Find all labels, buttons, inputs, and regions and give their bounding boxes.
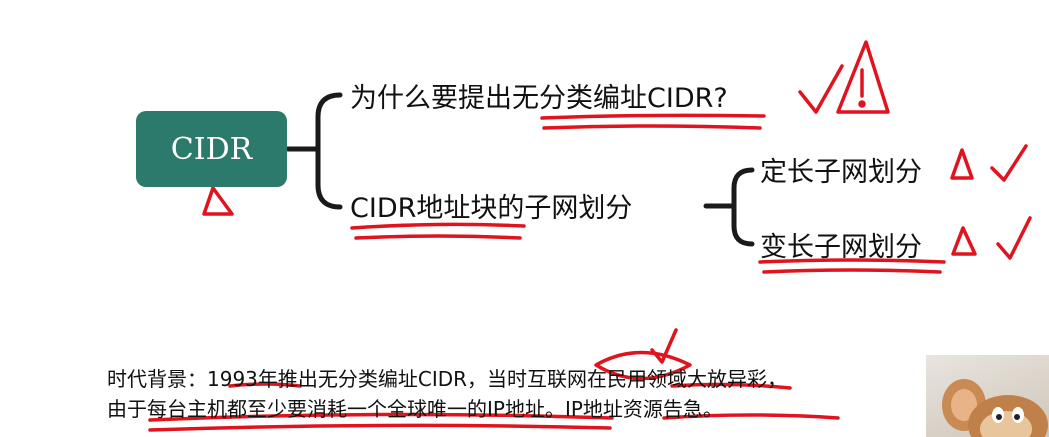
branch-cidr-subnetting[interactable]: CIDR地址块的子网划分	[350, 193, 633, 224]
delta-mark-s2	[951, 226, 977, 256]
root-node-label: CIDR	[170, 131, 253, 167]
warning-triangle-icon	[836, 40, 890, 114]
background-text-line2: 由于每台主机都至少要消耗一个全球唯一的IP地址。IP地址资源告急。	[107, 397, 723, 421]
underline-b1	[540, 113, 766, 120]
underline-host	[148, 412, 614, 422]
red-annotations	[148, 40, 1032, 432]
underline-b2-2	[354, 234, 522, 240]
underline-civil	[670, 382, 792, 390]
bracket-main	[315, 92, 343, 210]
underline-1993	[228, 382, 302, 388]
subbranch-fixed-length[interactable]: 定长子网划分	[760, 157, 922, 188]
delta-mark-s1	[950, 148, 974, 180]
branch-why-cidr[interactable]: 为什么要提出无分类编址CIDR?	[350, 83, 728, 114]
subbranch-variable-length[interactable]: 变长子网划分	[760, 232, 922, 263]
check-mark-s2	[996, 216, 1032, 260]
warning-dot	[858, 100, 866, 108]
cartoon-mouse-image	[942, 379, 1048, 437]
underline-host-2	[148, 423, 612, 432]
underline-b1-2	[542, 124, 762, 130]
underline-b2	[350, 222, 526, 230]
check-mark-b1	[798, 64, 844, 114]
background-text-line1: 时代背景：1993年推出无分类编址CIDR，当时互联网在民用领域大放异彩，	[107, 367, 788, 391]
bracket-sub	[731, 167, 755, 247]
underline-s2-2	[762, 268, 942, 274]
check-mark-internet	[650, 328, 678, 364]
underline-s2	[758, 258, 946, 264]
check-mark-s1	[990, 144, 1028, 182]
delta-mark-root	[202, 186, 234, 216]
root-node[interactable]: CIDR	[136, 111, 287, 187]
presenter-thumbnail	[926, 355, 1049, 437]
circle-internet	[594, 350, 692, 381]
underline-ip	[662, 413, 840, 420]
